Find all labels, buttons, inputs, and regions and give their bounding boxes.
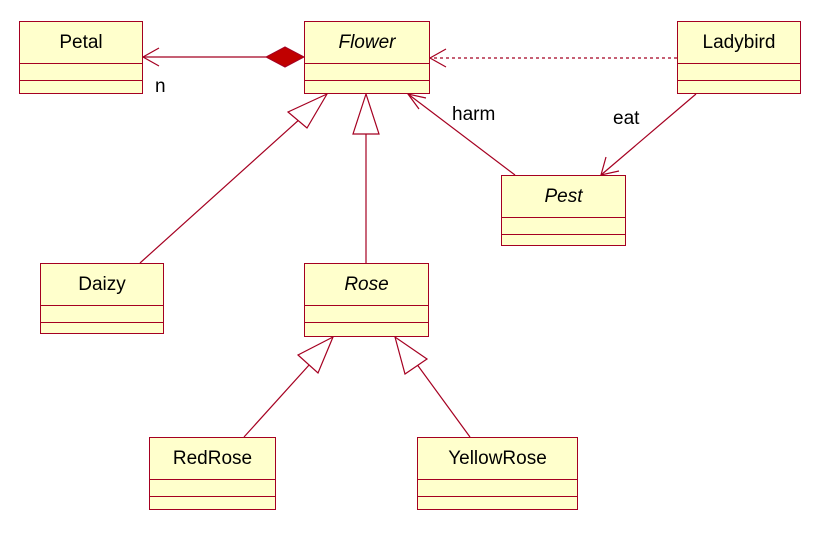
multiplicity-label: n — [155, 76, 166, 97]
class-name: Daizy — [41, 264, 163, 306]
class-name: Pest — [502, 176, 625, 218]
class-flower[interactable]: Flower — [304, 21, 430, 94]
attributes-compartment — [41, 306, 163, 323]
class-petal[interactable]: Petal — [19, 21, 143, 94]
attributes-compartment — [502, 218, 625, 235]
class-pest[interactable]: Pest — [501, 175, 626, 246]
class-daizy[interactable]: Daizy — [40, 263, 164, 334]
class-name: Flower — [305, 22, 429, 64]
operations-compartment — [678, 81, 800, 98]
operations-compartment — [305, 323, 428, 340]
class-ladybird[interactable]: Ladybird — [677, 21, 801, 94]
generalization-rose-flower — [352, 92, 380, 263]
operations-compartment — [150, 497, 275, 514]
generalization-yellowrose-rose — [393, 335, 471, 438]
class-redrose[interactable]: RedRose — [149, 437, 276, 510]
composition-diamond — [264, 46, 306, 68]
composition-flower-petal — [141, 46, 306, 68]
class-name: RedRose — [150, 438, 275, 480]
class-name: Ladybird — [678, 22, 800, 64]
attributes-compartment — [678, 64, 800, 81]
class-rose[interactable]: Rose — [304, 263, 429, 337]
class-name: Rose — [305, 264, 428, 306]
generalization-daizy-flower — [139, 92, 329, 264]
operations-compartment — [305, 81, 429, 98]
operations-compartment — [502, 235, 625, 252]
attributes-compartment — [305, 64, 429, 81]
dependency-ladybird-flower — [428, 48, 677, 68]
operations-compartment — [418, 497, 577, 514]
class-name: YellowRose — [418, 438, 577, 480]
association-ladybird-pest — [600, 93, 697, 176]
harm-label: harm — [452, 104, 496, 125]
attributes-compartment — [305, 306, 428, 323]
operations-compartment — [41, 323, 163, 340]
attributes-compartment — [418, 480, 577, 497]
eat-label: eat — [613, 108, 640, 129]
class-yellowrose[interactable]: YellowRose — [417, 437, 578, 510]
operations-compartment — [20, 81, 142, 98]
attributes-compartment — [150, 480, 275, 497]
association-pest-flower — [406, 93, 516, 176]
attributes-compartment — [20, 64, 142, 81]
generalization-redrose-rose — [243, 335, 335, 438]
class-name: Petal — [20, 22, 142, 64]
